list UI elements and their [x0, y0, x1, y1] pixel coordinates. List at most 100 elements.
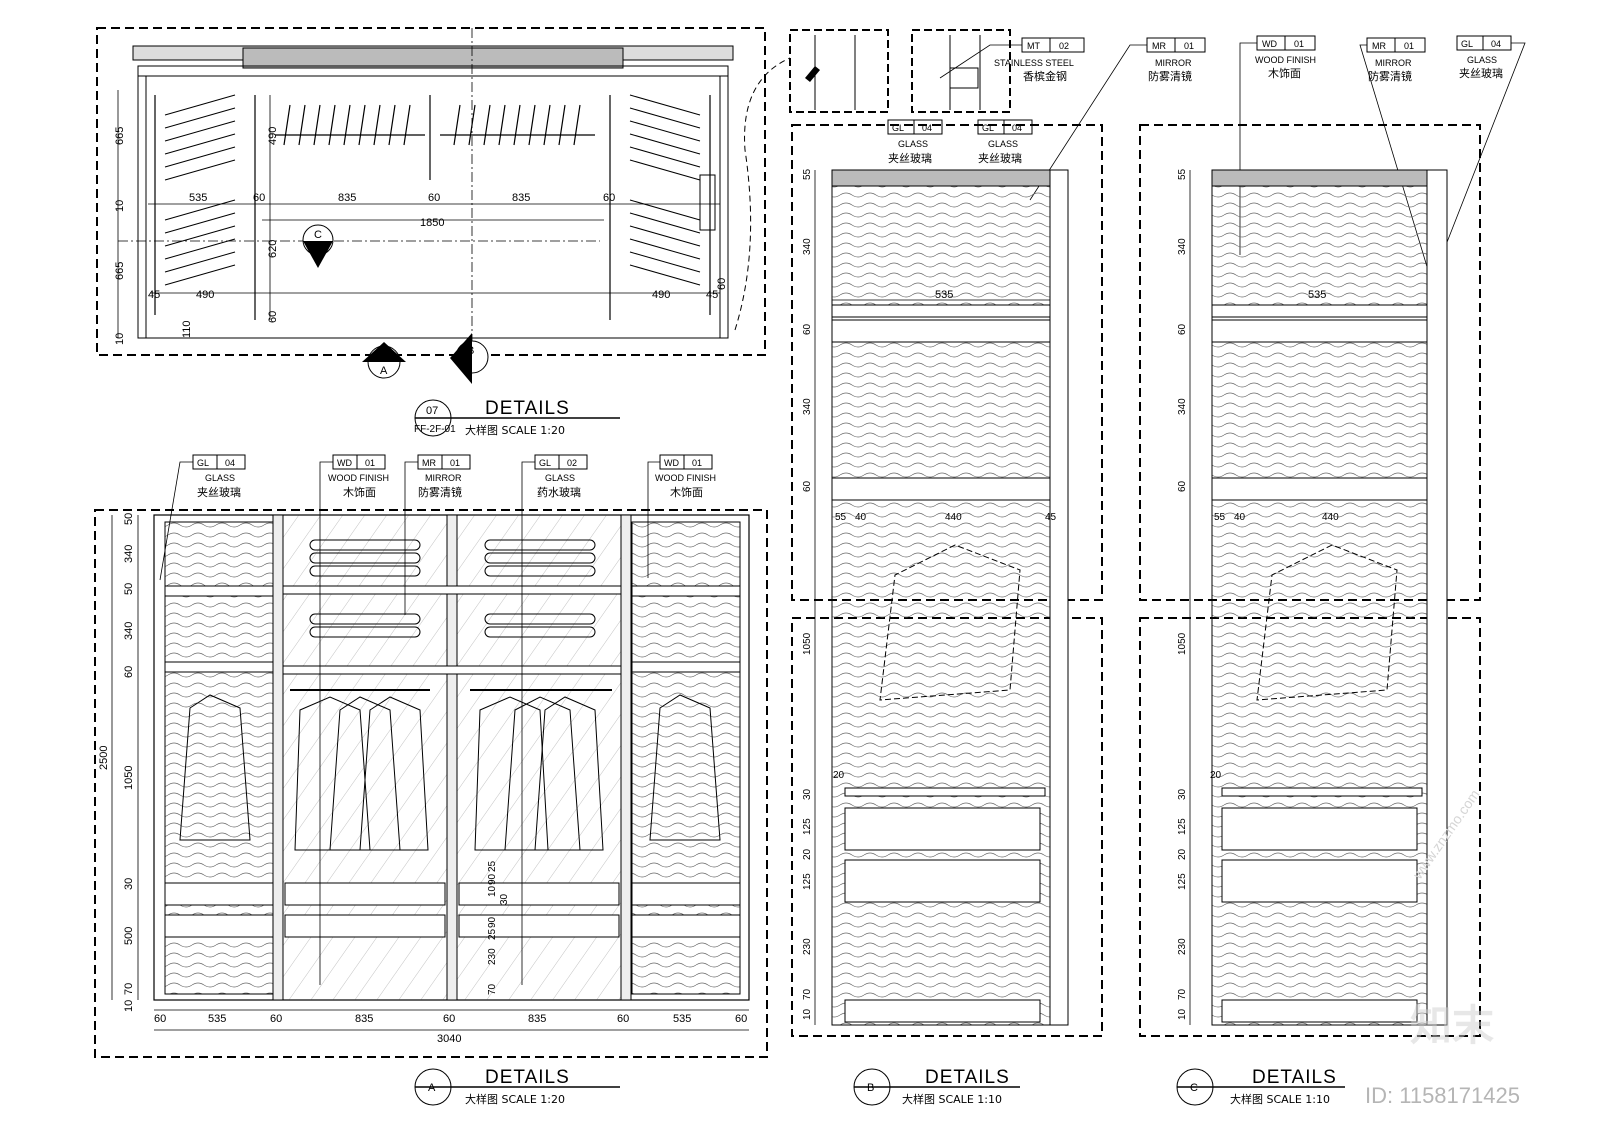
dim-490b: 490 [652, 289, 670, 301]
svg-text:20: 20 [1177, 848, 1188, 860]
svg-text:07: 07 [426, 405, 438, 417]
svg-text:夹丝玻璃: 夹丝玻璃 [978, 151, 1022, 165]
svg-text:GLASS: GLASS [988, 139, 1018, 149]
svg-text:60: 60 [123, 666, 135, 678]
dim-665b: 665 [114, 262, 126, 280]
svg-text:GLASS: GLASS [545, 473, 575, 483]
svg-text:DETAILS: DETAILS [485, 1067, 570, 1088]
section-a-title-block: A DETAILS 大样图 SCALE 1:20 [414, 1067, 620, 1106]
svg-text:01: 01 [1404, 41, 1414, 51]
svg-text:340: 340 [123, 622, 135, 640]
svg-text:60: 60 [443, 1013, 455, 1025]
svg-text:230: 230 [487, 948, 498, 965]
dim-45a: 45 [148, 289, 160, 301]
dim-45b: 45 [706, 289, 718, 301]
svg-text:B: B [467, 345, 474, 357]
svg-text:大样图 SCALE 1:20: 大样图 SCALE 1:20 [465, 1092, 565, 1106]
svg-text:FF-2F-01: FF-2F-01 [414, 424, 456, 435]
svg-text:55: 55 [802, 168, 813, 180]
dim-10a: 10 [114, 200, 126, 212]
svg-text:50: 50 [123, 583, 135, 595]
dim-835b: 835 [512, 192, 530, 204]
svg-text:340: 340 [802, 238, 813, 255]
svg-text:C: C [314, 229, 322, 241]
svg-text:MR: MR [1152, 41, 1166, 51]
svg-text:60: 60 [270, 1013, 282, 1025]
svg-text:340: 340 [1177, 238, 1188, 255]
plan-dimensions: 665 10 665 10 490 620 60 535 60 835 60 8… [114, 127, 728, 345]
svg-text:25: 25 [487, 860, 498, 872]
svg-text:55: 55 [835, 512, 847, 523]
svg-text:25: 25 [487, 928, 498, 940]
section-a-inner-dims: 10 90 25 30 90 25 230 70 [487, 860, 510, 995]
svg-text:WOOD FINISH: WOOD FINISH [655, 473, 716, 483]
watermark-logo: 知末 [1410, 1001, 1494, 1050]
section-marker-b: B [450, 333, 489, 384]
dim-total-w: 3040 [437, 1033, 461, 1045]
svg-text:30: 30 [499, 893, 510, 905]
svg-text:55: 55 [1214, 512, 1226, 523]
svg-text:90: 90 [487, 916, 498, 928]
svg-text:60: 60 [802, 480, 813, 492]
svg-text:木饰面: 木饰面 [343, 485, 376, 499]
section-c-title-block: C DETAILS 大样图 SCALE 1:10 [1176, 1067, 1345, 1106]
svg-text:GL: GL [892, 123, 904, 133]
dim-60c: 60 [603, 192, 615, 204]
svg-text:WD: WD [1262, 39, 1277, 49]
svg-text:01: 01 [450, 458, 460, 468]
svg-text:70: 70 [123, 983, 135, 995]
plan-view: 665 10 665 10 490 620 60 535 60 835 60 8… [96, 27, 791, 437]
svg-text:10: 10 [802, 1008, 813, 1020]
dim-60a: 60 [253, 192, 265, 204]
svg-text:10: 10 [123, 1000, 135, 1012]
svg-text:55: 55 [1177, 168, 1188, 180]
svg-text:10: 10 [1177, 1008, 1188, 1020]
svg-text:木饰面: 木饰面 [1268, 66, 1301, 80]
svg-text:GL: GL [982, 123, 994, 133]
svg-text:MR: MR [422, 458, 436, 468]
svg-text:60: 60 [1177, 480, 1188, 492]
svg-text:DETAILS: DETAILS [925, 1067, 1010, 1088]
svg-text:夹丝玻璃: 夹丝玻璃 [197, 485, 241, 499]
dim-60v: 60 [267, 311, 279, 323]
watermark-id: ID: 1158171425 [1365, 1083, 1520, 1108]
svg-text:70: 70 [487, 983, 498, 995]
svg-text:125: 125 [802, 818, 813, 835]
dim-1850: 1850 [420, 217, 444, 229]
svg-text:340: 340 [802, 398, 813, 415]
svg-text:04: 04 [922, 123, 932, 133]
svg-text:02: 02 [1059, 41, 1069, 51]
svg-text:10: 10 [487, 885, 498, 897]
svg-text:125: 125 [1177, 818, 1188, 835]
svg-text:MIRROR: MIRROR [425, 473, 462, 483]
plan-title-block: 07 FF-2F-01 DETAILS 大样图 SCALE 1:20 [414, 398, 620, 437]
svg-text:1050: 1050 [123, 766, 135, 790]
svg-text:30: 30 [802, 788, 813, 800]
svg-text:20: 20 [1210, 770, 1222, 781]
svg-text:GL: GL [1461, 39, 1473, 49]
svg-text:70: 70 [1177, 988, 1188, 1000]
svg-text:防雾清镜: 防雾清镜 [1368, 69, 1412, 83]
svg-text:440: 440 [945, 512, 962, 523]
svg-text:1050: 1050 [1177, 632, 1188, 655]
svg-text:60: 60 [617, 1013, 629, 1025]
svg-text:230: 230 [1177, 938, 1188, 955]
svg-text:MIRROR: MIRROR [1155, 58, 1192, 68]
svg-text:535: 535 [935, 289, 953, 301]
dim-620: 620 [267, 240, 279, 258]
svg-text:药水玻璃: 药水玻璃 [537, 485, 581, 499]
svg-text:A: A [428, 1082, 436, 1094]
svg-text:01: 01 [1294, 39, 1304, 49]
svg-text:04: 04 [225, 458, 235, 468]
svg-text:GLASS: GLASS [1467, 55, 1497, 65]
